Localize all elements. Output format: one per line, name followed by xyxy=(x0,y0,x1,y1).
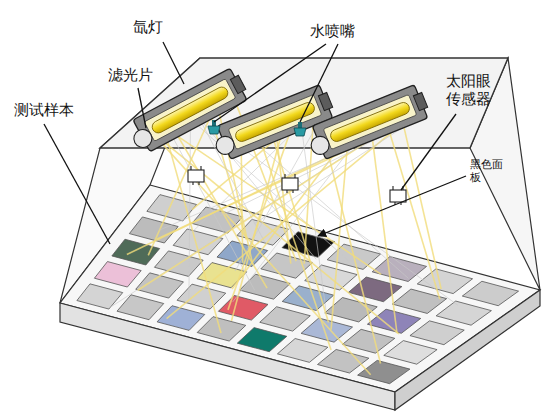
sun-eye-sensor xyxy=(188,166,204,185)
sensor-body xyxy=(188,170,204,182)
reflector xyxy=(323,95,417,150)
light-ray xyxy=(197,125,348,261)
lamp-tube xyxy=(329,101,411,144)
test-sample xyxy=(282,286,333,311)
light-ray xyxy=(233,146,352,301)
sun-eye-sensor xyxy=(282,174,298,193)
lamp-housing xyxy=(312,85,427,160)
leader-line xyxy=(401,114,456,190)
test-sample xyxy=(157,306,205,331)
light-ray xyxy=(241,153,242,263)
light-ray xyxy=(331,148,347,329)
test-sample xyxy=(177,284,226,309)
leader-arrow xyxy=(318,176,466,236)
test-sample xyxy=(197,317,246,341)
light-ray xyxy=(189,128,191,302)
test-sample xyxy=(237,328,287,352)
test-sample xyxy=(218,295,268,320)
sensor-mount xyxy=(191,166,201,185)
lamp-housing xyxy=(217,85,332,160)
light-ray xyxy=(232,153,335,288)
nozzle-head xyxy=(208,126,220,134)
light-ray xyxy=(404,126,442,289)
sample-grid xyxy=(77,195,519,384)
water-nozzle xyxy=(208,120,220,134)
lamp-tube xyxy=(150,85,230,135)
test-sample xyxy=(372,257,426,282)
filter-lens xyxy=(131,126,155,150)
filter-lens xyxy=(213,134,236,157)
light-ray xyxy=(138,138,374,290)
xenon-lamp xyxy=(304,83,432,162)
end-cap xyxy=(413,92,427,110)
sensor-icons xyxy=(188,166,406,205)
test-sample xyxy=(94,262,141,287)
leader-line xyxy=(300,44,338,122)
sensor-body xyxy=(390,190,406,202)
light-ray xyxy=(259,146,408,279)
light-ray xyxy=(176,135,381,274)
xenon-lamp xyxy=(209,83,337,162)
sensor-mount xyxy=(285,174,295,193)
test-sample xyxy=(260,307,311,331)
test-sample xyxy=(384,341,437,365)
tray-front xyxy=(60,303,395,410)
test-sample xyxy=(436,301,491,325)
leader-line xyxy=(163,42,184,84)
sensor-body xyxy=(282,178,298,190)
light-ray xyxy=(372,138,397,333)
test-sample xyxy=(129,217,178,243)
test-sample xyxy=(410,321,464,345)
sun-eye-sensor xyxy=(390,186,406,205)
light-ray xyxy=(164,142,399,334)
light-ray xyxy=(302,128,326,310)
leader-lines xyxy=(44,42,466,244)
callout-label: 滤光片 xyxy=(108,66,153,84)
lamp-tube xyxy=(234,101,316,144)
leader-line xyxy=(214,44,326,122)
light-ray xyxy=(162,143,371,375)
lamp-housings xyxy=(125,66,431,162)
light-ray xyxy=(262,145,331,350)
callout-label: 氙灯 xyxy=(133,18,163,36)
light-ray xyxy=(389,131,439,299)
sample-tray xyxy=(60,185,540,392)
test-sample xyxy=(77,284,123,309)
test-sample xyxy=(112,239,160,265)
end-cap xyxy=(318,92,332,110)
leader-line xyxy=(44,124,110,244)
end-cap xyxy=(230,75,245,93)
test-sample xyxy=(358,360,410,383)
callout-label: 太阳眼 传感器 xyxy=(446,72,491,108)
nozzle-stem xyxy=(298,122,302,128)
nozzle-head xyxy=(294,128,306,136)
test-sample xyxy=(277,339,327,363)
light-ray xyxy=(167,129,396,319)
test-sample xyxy=(342,329,394,353)
test-sample xyxy=(462,281,518,305)
water-nozzle xyxy=(294,122,306,136)
test-sample xyxy=(348,277,401,302)
leader-line xyxy=(138,88,146,128)
light-ray xyxy=(274,140,329,323)
test-sample xyxy=(318,349,369,373)
callout-label: 黑色面 板 xyxy=(470,158,503,184)
callout-label: 测试样本 xyxy=(14,101,74,119)
filter-lens xyxy=(308,134,331,157)
callout-label: 水喷嘴 xyxy=(310,22,355,40)
light-ray xyxy=(167,140,221,333)
